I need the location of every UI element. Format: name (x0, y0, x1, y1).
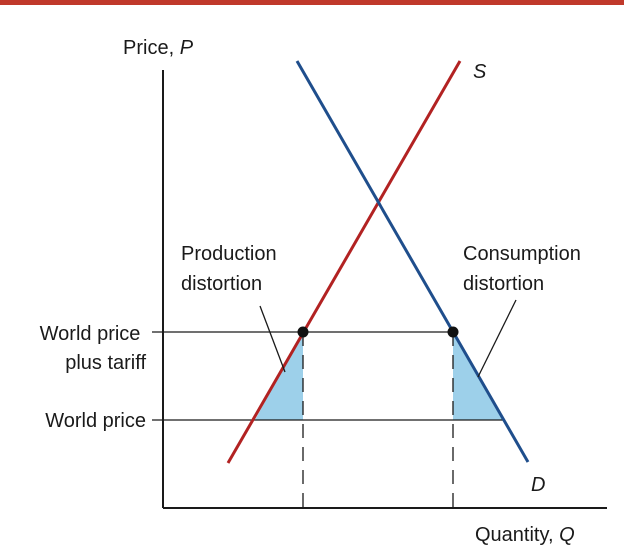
supply-curve-label: S (473, 61, 487, 83)
consumption-distortion-label: Consumption distortion (463, 243, 586, 295)
demand-curve-label: D (531, 474, 545, 496)
y-axis-symbol: P (180, 37, 194, 59)
y-axis-label: Price, P (123, 37, 194, 59)
header-rule (0, 0, 624, 5)
production-distortion-label: Production distortion (181, 243, 282, 295)
consumption-leader-line (477, 299, 517, 378)
demand-curve (295, 60, 530, 463)
world-price-label: World price (45, 410, 146, 432)
tariff-price-label: World price plus tariff (40, 323, 147, 374)
demand-tariff-point (447, 326, 459, 338)
supply-curve (226, 60, 462, 464)
supply-tariff-point (297, 326, 309, 338)
x-axis-symbol: Q (559, 524, 575, 546)
production-leader-line (259, 305, 286, 373)
x-axis-label: Quantity, Q (475, 524, 575, 546)
